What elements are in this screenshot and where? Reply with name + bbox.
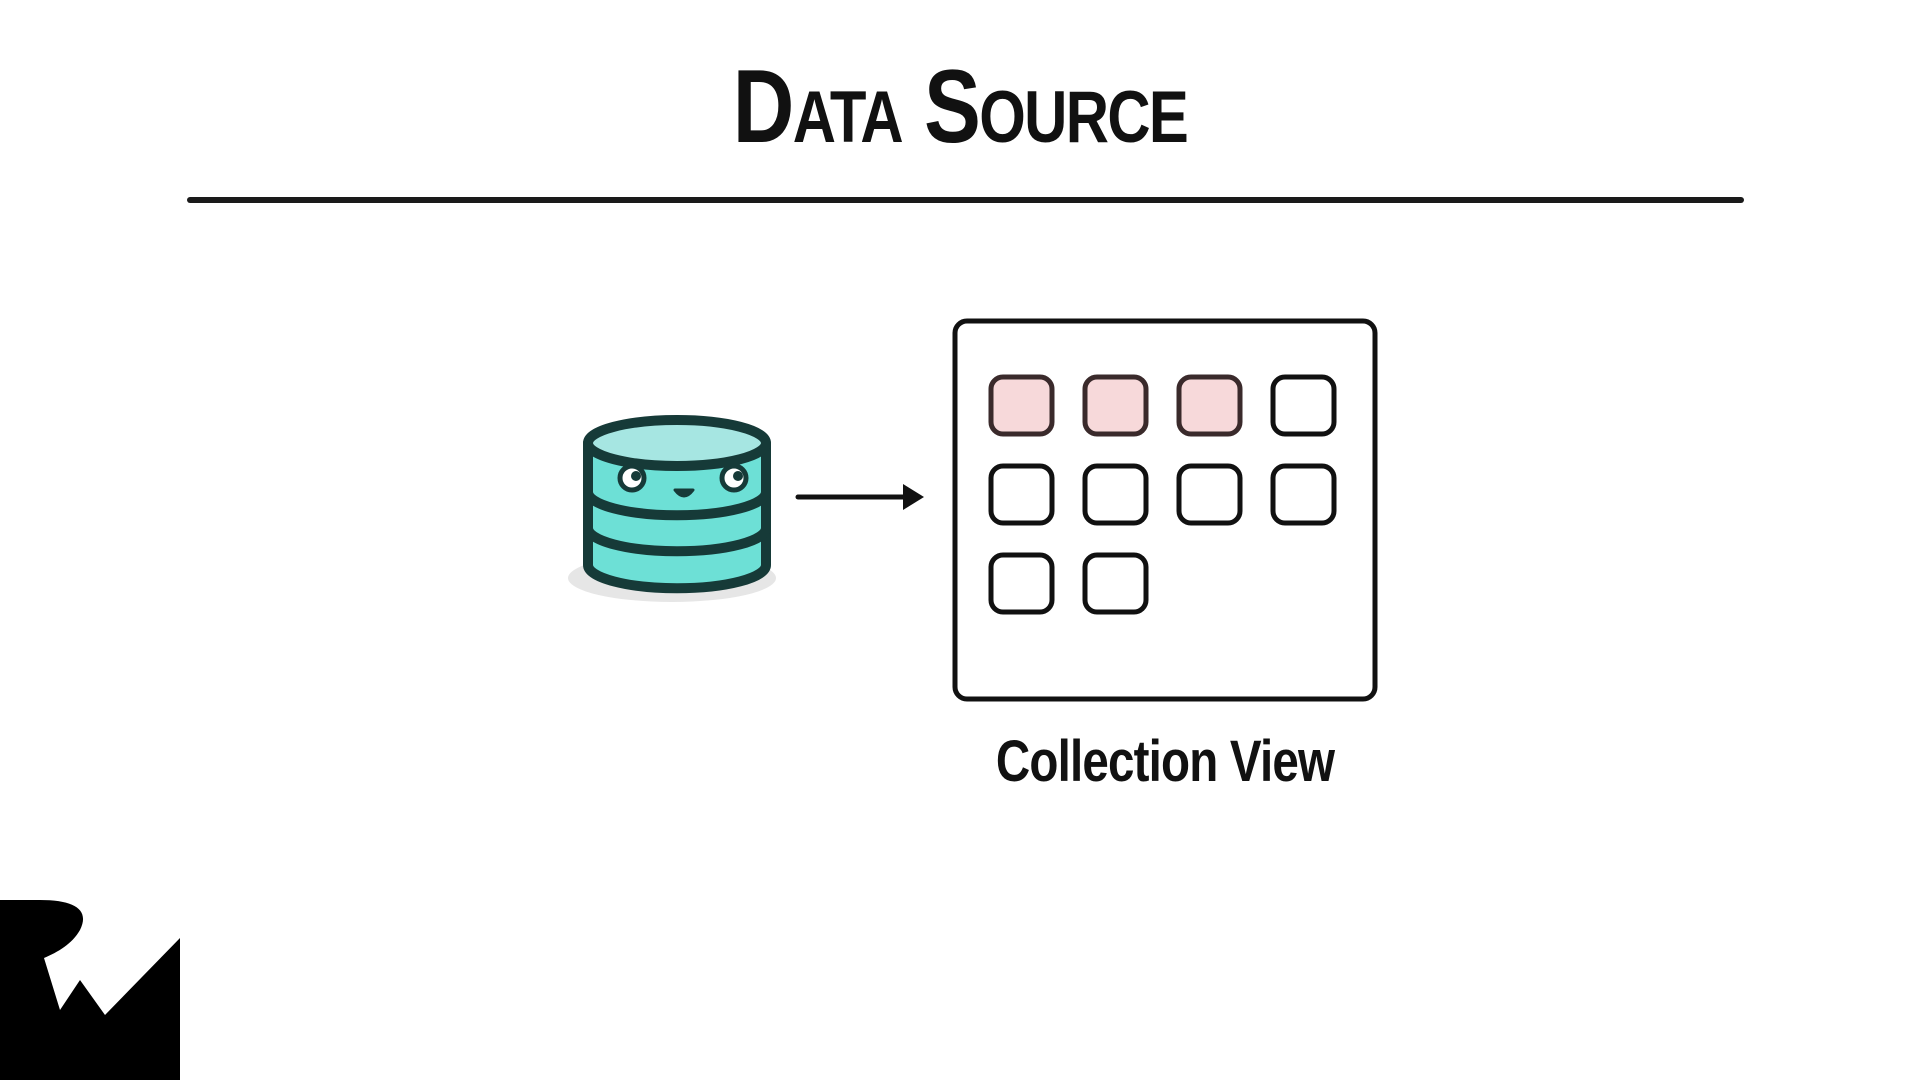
collection-cell [988, 552, 1055, 615]
arrow-right-icon [795, 484, 924, 510]
collection-cell-highlighted [1176, 374, 1243, 437]
collection-view-frame [952, 318, 1378, 702]
database-band-2 [583, 527, 771, 557]
database-icon [568, 415, 776, 602]
collection-cell [1270, 374, 1337, 437]
collection-cell-highlighted [1082, 374, 1149, 437]
database-top [583, 415, 771, 471]
collection-view-label: Collection View [995, 729, 1335, 794]
collection-cell [1082, 463, 1149, 526]
rw-logo-icon [0, 900, 180, 1080]
collection-cell-highlighted [988, 374, 1055, 437]
collection-cell [1082, 552, 1149, 615]
collection-cell [1270, 463, 1337, 526]
database-mouth [673, 488, 695, 498]
title-divider [187, 197, 1744, 203]
slide-title: Data Source [732, 49, 1189, 165]
collection-view-cells [988, 374, 1337, 615]
database-pupil-right [733, 471, 743, 481]
database-band-1 [583, 491, 771, 521]
collection-cell [988, 463, 1055, 526]
database-pupil-left [631, 471, 641, 481]
collection-cell [1176, 463, 1243, 526]
